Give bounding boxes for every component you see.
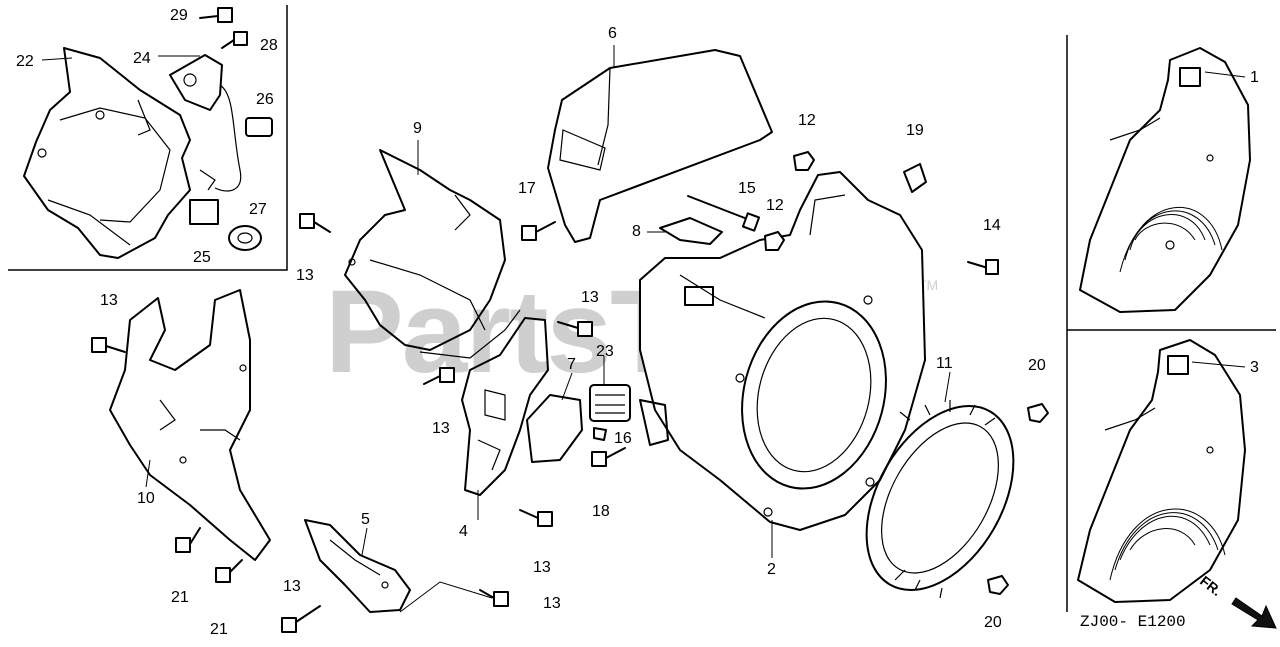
callout-8: 8 (632, 223, 641, 240)
callout-25: 25 (193, 249, 211, 266)
callout-9: 9 (413, 120, 422, 137)
fastener-13-bolt-f (281, 605, 321, 633)
fastener-21-bolt-b (215, 559, 243, 583)
fastener-21-bolt-a (175, 527, 201, 553)
callout-13-a: 13 (296, 267, 314, 284)
callout-13-b: 13 (100, 292, 118, 309)
part-8-bracket (659, 217, 723, 245)
callout-11: 11 (936, 355, 953, 372)
fastener-18-bolt (591, 447, 626, 467)
callout-21-b: 21 (210, 621, 228, 638)
fastener-17-bolt (521, 221, 556, 241)
part-28-bolt (221, 31, 248, 49)
fastener-20-nut-b (987, 575, 1009, 595)
part-23-block (589, 384, 631, 422)
fastener-20-nut-a (1027, 403, 1049, 423)
callout-18: 18 (592, 503, 610, 520)
callout-29: 29 (170, 7, 188, 24)
part-24-bracket (169, 54, 242, 192)
part-1-housing-inset (1079, 47, 1251, 313)
callout-5: 5 (361, 511, 370, 528)
callout-19: 19 (906, 122, 924, 139)
fastener-12-nut-b (764, 231, 785, 251)
callout-15: 15 (738, 180, 756, 197)
fastener-19-clip (903, 163, 927, 193)
part-15-long-bolt (687, 195, 761, 232)
fastener-13-bolt-a (299, 213, 331, 233)
part-29-bolt (199, 7, 233, 23)
inset-frame-top-left (8, 5, 288, 271)
callout-16: 16 (614, 430, 632, 447)
fastener-13-bolt-e (519, 509, 553, 527)
fastener-12-nut-a (793, 151, 815, 171)
callout-12-a: 12 (798, 112, 816, 129)
fastener-14-bolt (967, 259, 999, 275)
callout-13-g: 13 (543, 595, 561, 612)
callout-1: 1 (1250, 69, 1259, 86)
callout-17: 17 (518, 180, 536, 197)
part-10-cover (109, 289, 271, 561)
callout-24: 24 (133, 50, 151, 67)
callout-28: 28 (260, 37, 278, 54)
fastener-13-bolt-b (91, 337, 126, 353)
callout-6: 6 (608, 25, 617, 42)
part-11-ring (865, 400, 1015, 599)
callout-10: 10 (137, 490, 155, 507)
fastener-13-bolt-c (557, 321, 593, 337)
part-9-shroud (344, 149, 521, 359)
callout-7: 7 (567, 356, 576, 373)
part-7-plate (526, 394, 583, 463)
callout-13-c: 13 (581, 289, 599, 306)
fastener-13-bolt-d (423, 367, 455, 385)
callout-14: 14 (983, 217, 1001, 234)
callout-13-f: 13 (283, 578, 301, 595)
callout-12-b: 12 (766, 197, 784, 214)
part-26-clip (245, 117, 273, 137)
callout-27: 27 (249, 201, 267, 218)
leader-lines (41, 45, 1246, 613)
callout-26: 26 (256, 91, 274, 108)
callout-4: 4 (459, 523, 468, 540)
front-direction-arrow: FR. (1197, 573, 1277, 629)
drawing-code: ZJ00- E1200 (1080, 613, 1186, 631)
callout-23: 23 (596, 343, 614, 360)
part-27-grommet (228, 225, 262, 251)
callout-3: 3 (1250, 359, 1259, 376)
callout-2: 2 (767, 561, 776, 578)
part-5-bracket (304, 519, 411, 613)
callout-13-d: 13 (432, 420, 450, 437)
part-6-top-cover (547, 49, 773, 243)
callout-labels: 1 2 3 4 5 6 7 8 9 10 11 12 12 13 13 13 1… (16, 7, 1259, 638)
callout-22: 22 (16, 53, 34, 70)
part-22-shroud-inset (23, 47, 191, 259)
part-2-fan-housing (639, 171, 926, 531)
callout-13-e: 13 (533, 559, 551, 576)
fastener-16-screw (593, 427, 607, 441)
callout-20-b: 20 (984, 614, 1002, 631)
part-25-terminal (189, 169, 219, 225)
callout-20-a: 20 (1028, 357, 1046, 374)
part-3-housing-inset (1077, 339, 1246, 603)
part-4-bracket (461, 317, 549, 496)
fastener-13-bolt-g (479, 589, 509, 607)
callout-21-a: 21 (171, 589, 189, 606)
